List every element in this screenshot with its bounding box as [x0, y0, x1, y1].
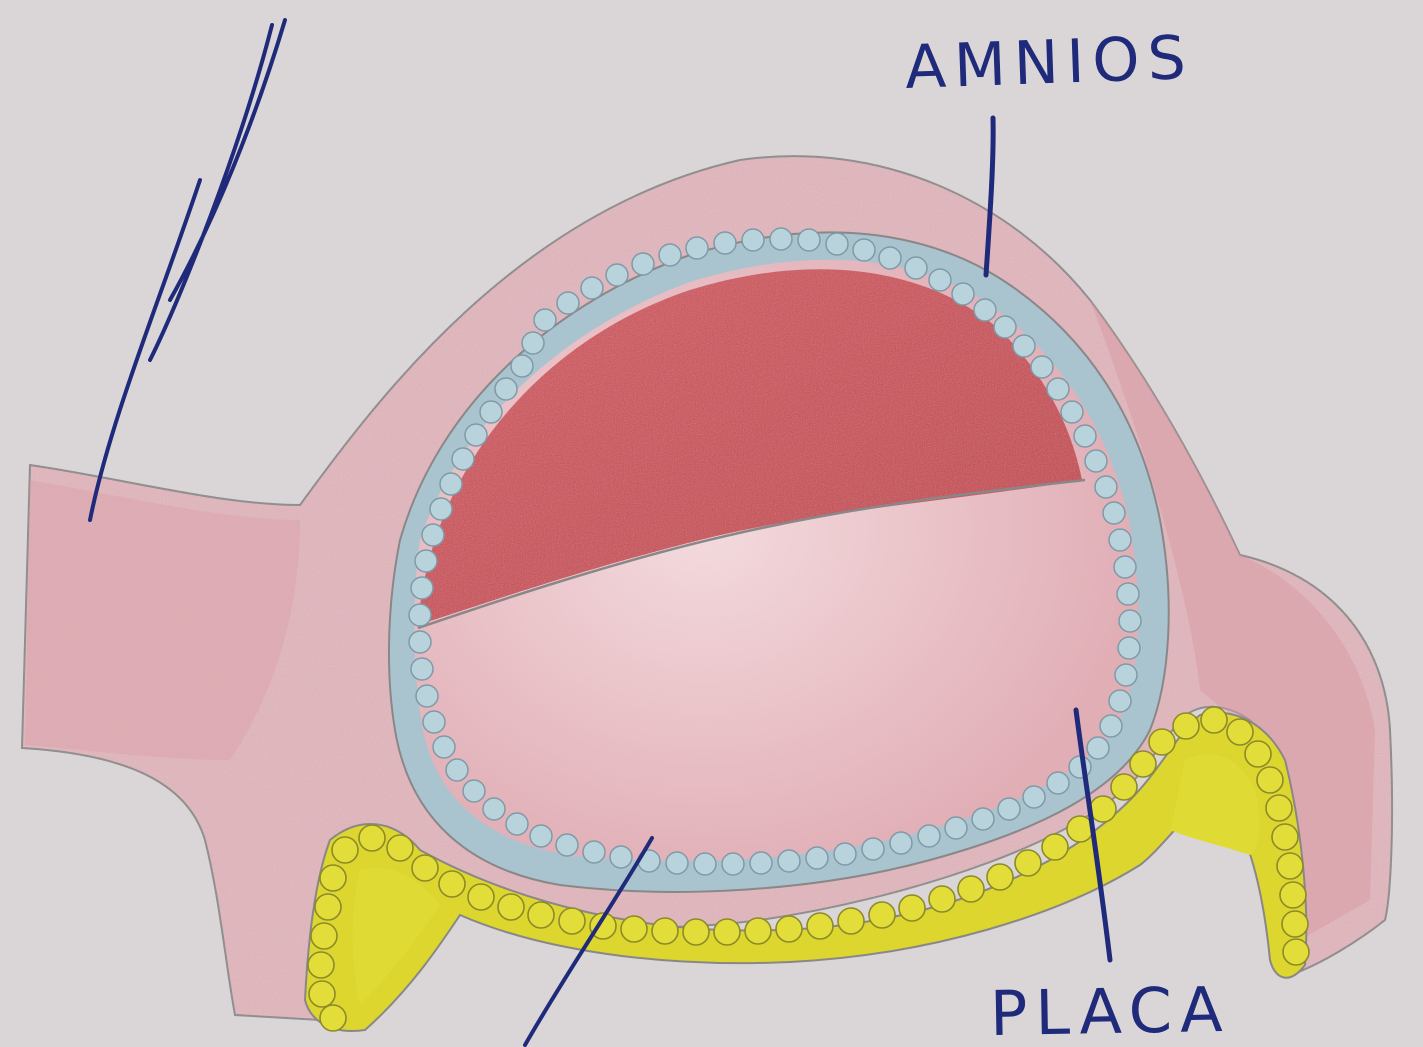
label-amnios: AMNIOS — [904, 23, 1195, 103]
label-placa: PLACA — [989, 973, 1231, 1047]
leader-line-top-left — [90, 20, 285, 520]
